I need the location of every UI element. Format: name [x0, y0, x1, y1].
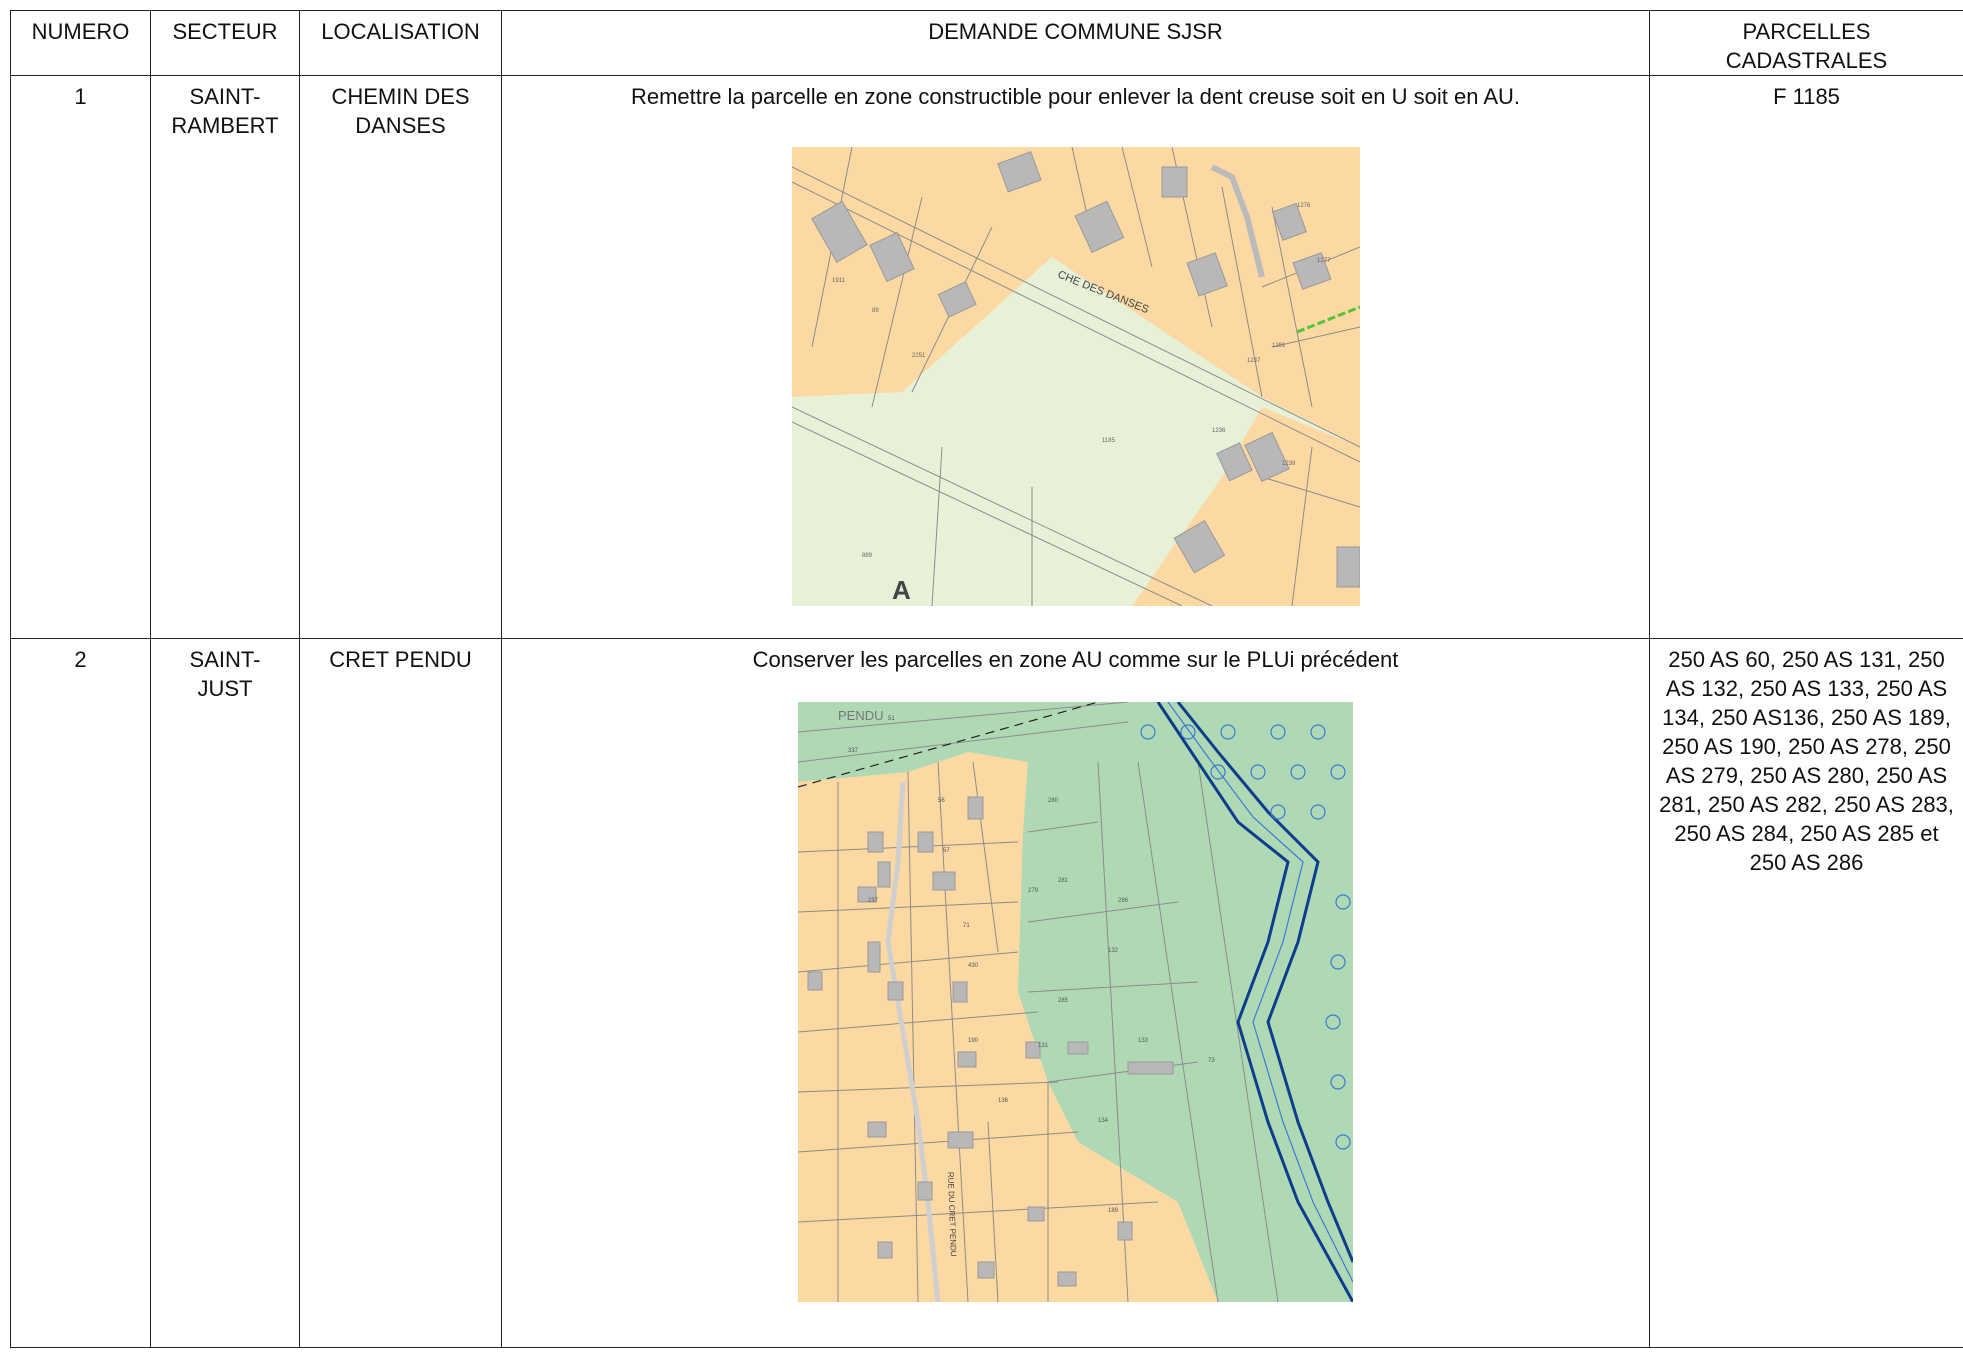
svg-text:281: 281	[1058, 878, 1069, 884]
header-demande: DEMANDE COMMUNE SJSR	[501, 10, 1650, 76]
map-1-drawing: CHE DES DANSES A 1185 2251 1911 89 1291 …	[791, 147, 1360, 606]
header-localisation: LOCALISATION	[299, 10, 502, 76]
map-1-zone-label: A	[892, 575, 911, 605]
svg-text:337: 337	[848, 748, 859, 754]
row-1-secteur: SAINT-RAMBERT	[150, 75, 300, 639]
row-1-localisation: CHEMIN DES DANSES	[299, 75, 502, 639]
table-row: 2 SAINT-JUST CRET PENDU Conserver les pa…	[10, 638, 1963, 1348]
row-2-numero: 2	[10, 638, 151, 1348]
svg-text:1185: 1185	[1102, 438, 1116, 444]
svg-text:237: 237	[868, 898, 879, 904]
header-parcelles: PARCELLES CADASTRALES	[1649, 10, 1963, 76]
svg-text:1237: 1237	[1247, 358, 1261, 364]
row-2-localisation: CRET PENDU	[299, 638, 502, 1348]
svg-text:1291: 1291	[1272, 343, 1286, 349]
map-2-buildings	[807, 796, 1174, 1287]
svg-text:51: 51	[888, 716, 895, 722]
cadastral-map-chemin-des-danses: CHE DES DANSES A 1185 2251 1911 89 1291 …	[791, 147, 1360, 606]
svg-text:89: 89	[872, 308, 879, 314]
svg-text:286: 286	[1118, 898, 1129, 904]
row-2-demande-text: Conserver les parcelles en zone AU comme…	[752, 647, 1399, 672]
svg-text:1236: 1236	[1212, 428, 1226, 434]
header-numero: NUMERO	[10, 10, 151, 76]
svg-text:189: 189	[1108, 1208, 1119, 1214]
map-1-buildings	[810, 151, 1360, 588]
row-1-numero: 1	[10, 75, 151, 639]
map-1-side-road	[1210, 164, 1265, 278]
svg-text:1238: 1238	[1282, 461, 1296, 467]
map-2-parcel-numbers: 51 337 56 57 280 281 279 286 71 73 132 1…	[848, 716, 1215, 1214]
map-2-river-bank	[1156, 702, 1353, 1302]
svg-text:190: 190	[968, 1038, 979, 1044]
svg-text:132: 132	[1108, 948, 1119, 954]
row-2-parcelles: 250 AS 60, 250 AS 131, 250 AS 132, 250 A…	[1649, 638, 1963, 1348]
map-2-dashed-limit	[798, 702, 1099, 788]
row-1-demande-text: Remettre la parcelle en zone constructib…	[630, 84, 1521, 109]
svg-text:285: 285	[1058, 998, 1069, 1004]
map-2-road-label: RUE DU CRET PENDU	[946, 1172, 958, 1257]
row-1-parcelles: F 1185	[1649, 75, 1963, 639]
map-2-parcel-lines	[798, 702, 1279, 1302]
svg-text:1276: 1276	[1297, 203, 1311, 209]
map-1-parcel-lines	[791, 147, 1360, 606]
svg-text:279: 279	[1028, 888, 1039, 894]
map-2-local-road	[885, 781, 941, 1302]
svg-text:133: 133	[1138, 1038, 1149, 1044]
svg-text:1277: 1277	[1317, 258, 1331, 264]
map-2-drawing: PENDU RUE DU CRET PENDU 51 337 56 57 280…	[798, 702, 1353, 1302]
map-1-parcel-numbers: 1185 2251 1911 89 1291 1237 1236 889 127…	[832, 203, 1331, 559]
svg-text:136: 136	[998, 1098, 1009, 1104]
svg-text:73: 73	[1208, 1058, 1215, 1064]
map-2-river-bank-2	[1176, 702, 1353, 1263]
svg-text:131: 131	[1038, 1043, 1049, 1049]
svg-text:1911: 1911	[832, 278, 846, 284]
svg-text:889: 889	[862, 553, 873, 559]
cadastral-map-cret-pendu: PENDU RUE DU CRET PENDU 51 337 56 57 280…	[798, 702, 1353, 1302]
row-2-secteur: SAINT-JUST	[150, 638, 300, 1348]
svg-text:430: 430	[968, 963, 979, 969]
header-secteur: SECTEUR	[150, 10, 300, 76]
map-2-wetland-circles	[1140, 724, 1351, 1150]
row-1-demande: Remettre la parcelle en zone constructib…	[501, 75, 1650, 639]
svg-text:280: 280	[1048, 798, 1059, 804]
svg-text:57: 57	[943, 848, 950, 854]
svg-text:71: 71	[963, 923, 970, 929]
svg-text:56: 56	[938, 798, 945, 804]
header-row: NUMERO SECTEUR LOCALISATION DEMANDE COMM…	[10, 10, 1963, 76]
map-2-constructible-zone	[798, 752, 1218, 1302]
map-1-green-path	[1295, 305, 1360, 334]
row-2-demande: Conserver les parcelles en zone AU comme…	[501, 638, 1650, 1348]
request-table: NUMERO SECTEUR LOCALISATION DEMANDE COMM…	[10, 10, 1963, 1348]
svg-text:2251: 2251	[912, 353, 926, 359]
map-2-place-label: PENDU	[838, 708, 884, 723]
svg-text:134: 134	[1098, 1118, 1109, 1124]
table-row: 1 SAINT-RAMBERT CHEMIN DES DANSES Remett…	[10, 75, 1963, 639]
